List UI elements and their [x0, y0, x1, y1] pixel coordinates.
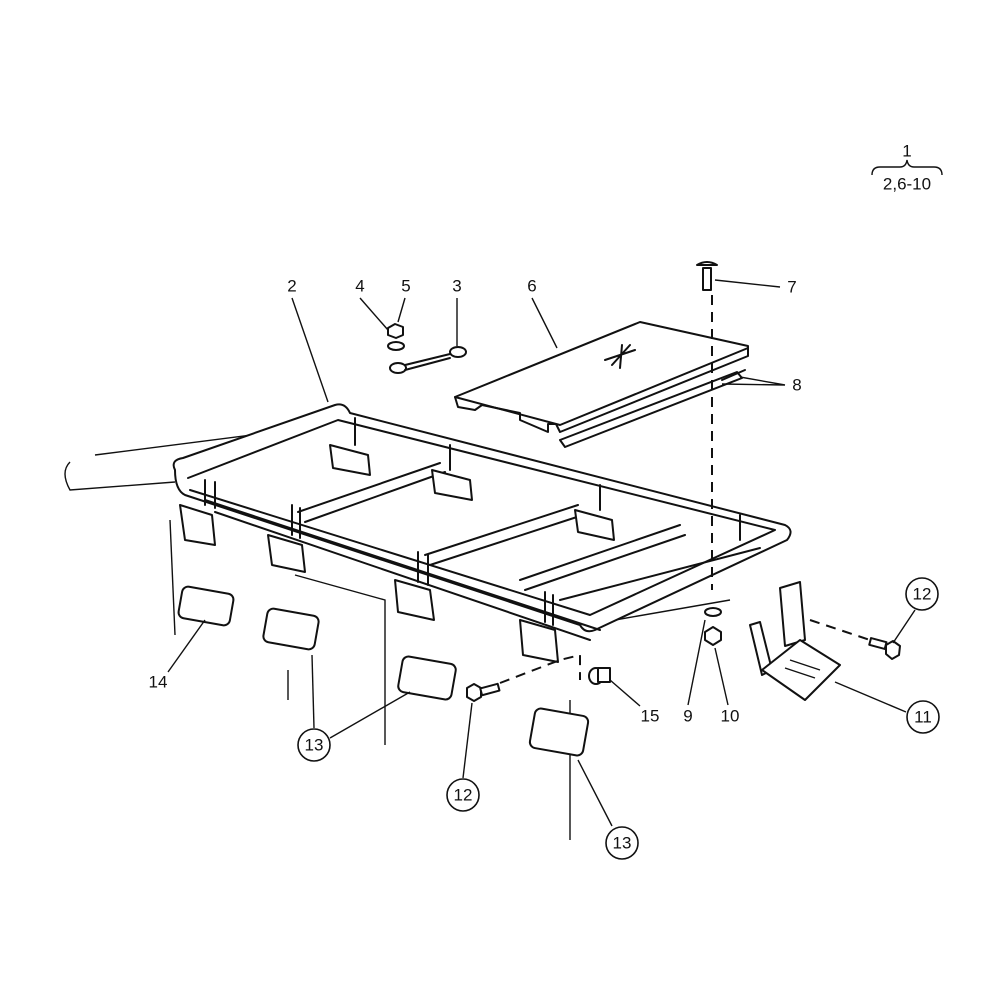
callout-12-right: 12 — [913, 584, 932, 603]
brace — [871, 159, 943, 176]
bolt-12-right — [868, 637, 901, 660]
callout-7: 7 — [787, 277, 796, 296]
callout-6: 6 — [527, 276, 536, 295]
callout-14: 14 — [149, 672, 168, 691]
spacer-15 — [588, 667, 611, 685]
callout-12-left: 12 — [454, 785, 473, 804]
bolt-12-left — [466, 682, 501, 702]
callout-10: 10 — [721, 706, 740, 725]
assembly-number: 1 — [902, 141, 911, 160]
fixing-axis-step — [809, 619, 871, 641]
callouts: 2 4 5 3 6 7 8 9 10 15 14 11 12 12 13 13 — [149, 276, 940, 860]
pad-13-b — [397, 655, 457, 701]
fixing-axis-left — [499, 653, 581, 684]
callout-9: 9 — [683, 706, 692, 725]
callout-13-right: 13 — [613, 833, 632, 852]
platform-panel — [454, 321, 749, 448]
callout-2: 2 — [287, 276, 296, 295]
nut-10 — [704, 626, 722, 646]
callout-3: 3 — [452, 276, 461, 295]
pad-13-a — [262, 607, 320, 651]
callout-8: 8 — [792, 375, 801, 394]
logo-mark — [604, 344, 636, 369]
screw-7 — [696, 261, 718, 291]
roof-rack-frame — [172, 403, 792, 663]
washer-9 — [704, 607, 722, 617]
pad-14 — [177, 585, 235, 627]
callout-13-left: 13 — [305, 735, 324, 754]
callout-4: 4 — [355, 276, 364, 295]
assembly-reference: 1 2,6-10 — [871, 141, 943, 193]
callout-5: 5 — [401, 276, 410, 295]
step-bracket-11 — [749, 581, 841, 701]
pad-13-c — [528, 707, 590, 757]
assembly-includes: 2,6-10 — [883, 174, 931, 193]
callout-11: 11 — [914, 707, 932, 726]
nut-5 — [387, 323, 404, 339]
tie-link-hardware — [387, 323, 467, 374]
callout-15: 15 — [641, 706, 660, 725]
washer-4 — [387, 341, 405, 351]
leader-lines — [167, 279, 916, 827]
